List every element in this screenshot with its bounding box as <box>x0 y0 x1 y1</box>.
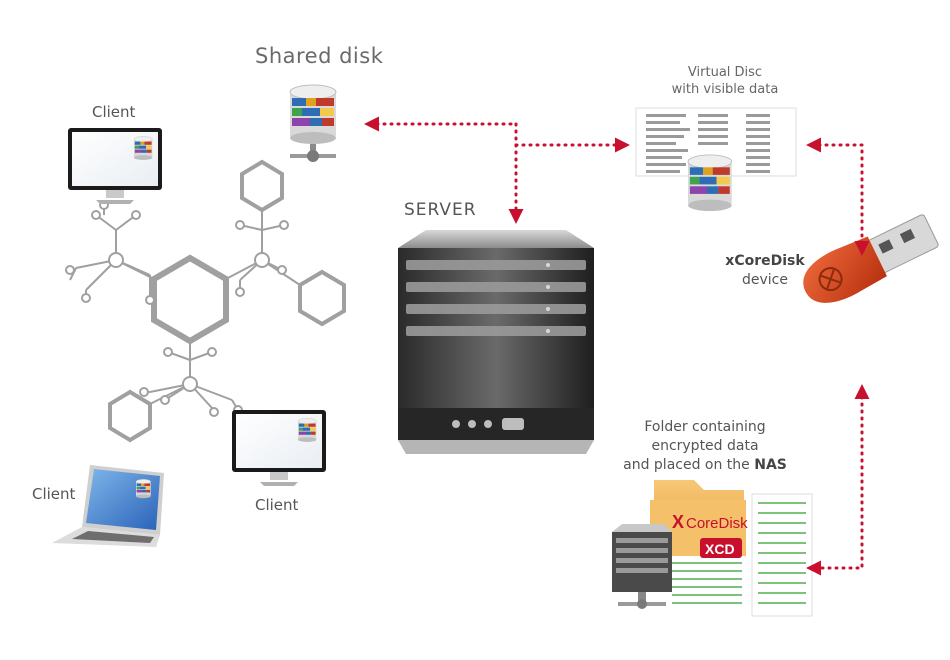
folder-line2: encrypted data <box>651 438 759 454</box>
server-tower-icon <box>398 230 594 454</box>
monitor-icon <box>232 410 326 486</box>
client-label-right: Client <box>255 496 299 514</box>
client-label-top: Client <box>92 103 136 121</box>
virtual-disc-icon <box>635 107 797 212</box>
client-label-laptop: Client <box>32 485 76 503</box>
shared-disk-label: Shared disk <box>255 44 384 68</box>
virtual-disc-line1: Virtual Disc <box>687 65 763 80</box>
folder-line3: and placed on the NAS <box>595 456 815 475</box>
laptop-icon <box>52 465 164 547</box>
folder-label: Folder containing encrypted data and pla… <box>595 418 815 475</box>
folder-line3-prefix: and placed on the <box>623 457 755 473</box>
xcoredisk-label: xCoreDisk device <box>710 252 820 290</box>
encrypted-folder: X CoreDisk XCD <box>612 480 813 617</box>
monitor-icon <box>68 128 162 204</box>
folder-brand-x: X <box>672 512 684 532</box>
xcoredisk-device: device <box>742 272 788 288</box>
xcoredisk-name: xCoreDisk <box>725 253 805 269</box>
folder-line3-nas: NAS <box>754 457 787 473</box>
folder-brand-name: CoreDisk <box>686 515 748 532</box>
folder-badge: XCD <box>705 541 735 557</box>
database-server-icon <box>289 84 337 162</box>
virtual-disc-label: Virtual Disc with visible data <box>640 64 810 98</box>
connection-arrows <box>364 116 870 576</box>
folder-icon: X CoreDisk XCD <box>650 480 748 558</box>
virtual-disc-line2: with visible data <box>671 82 779 97</box>
hexagon-large <box>151 254 229 345</box>
server-label: SERVER <box>404 200 477 220</box>
folder-line1: Folder containing <box>644 419 766 435</box>
nas-server-icon <box>612 524 672 609</box>
